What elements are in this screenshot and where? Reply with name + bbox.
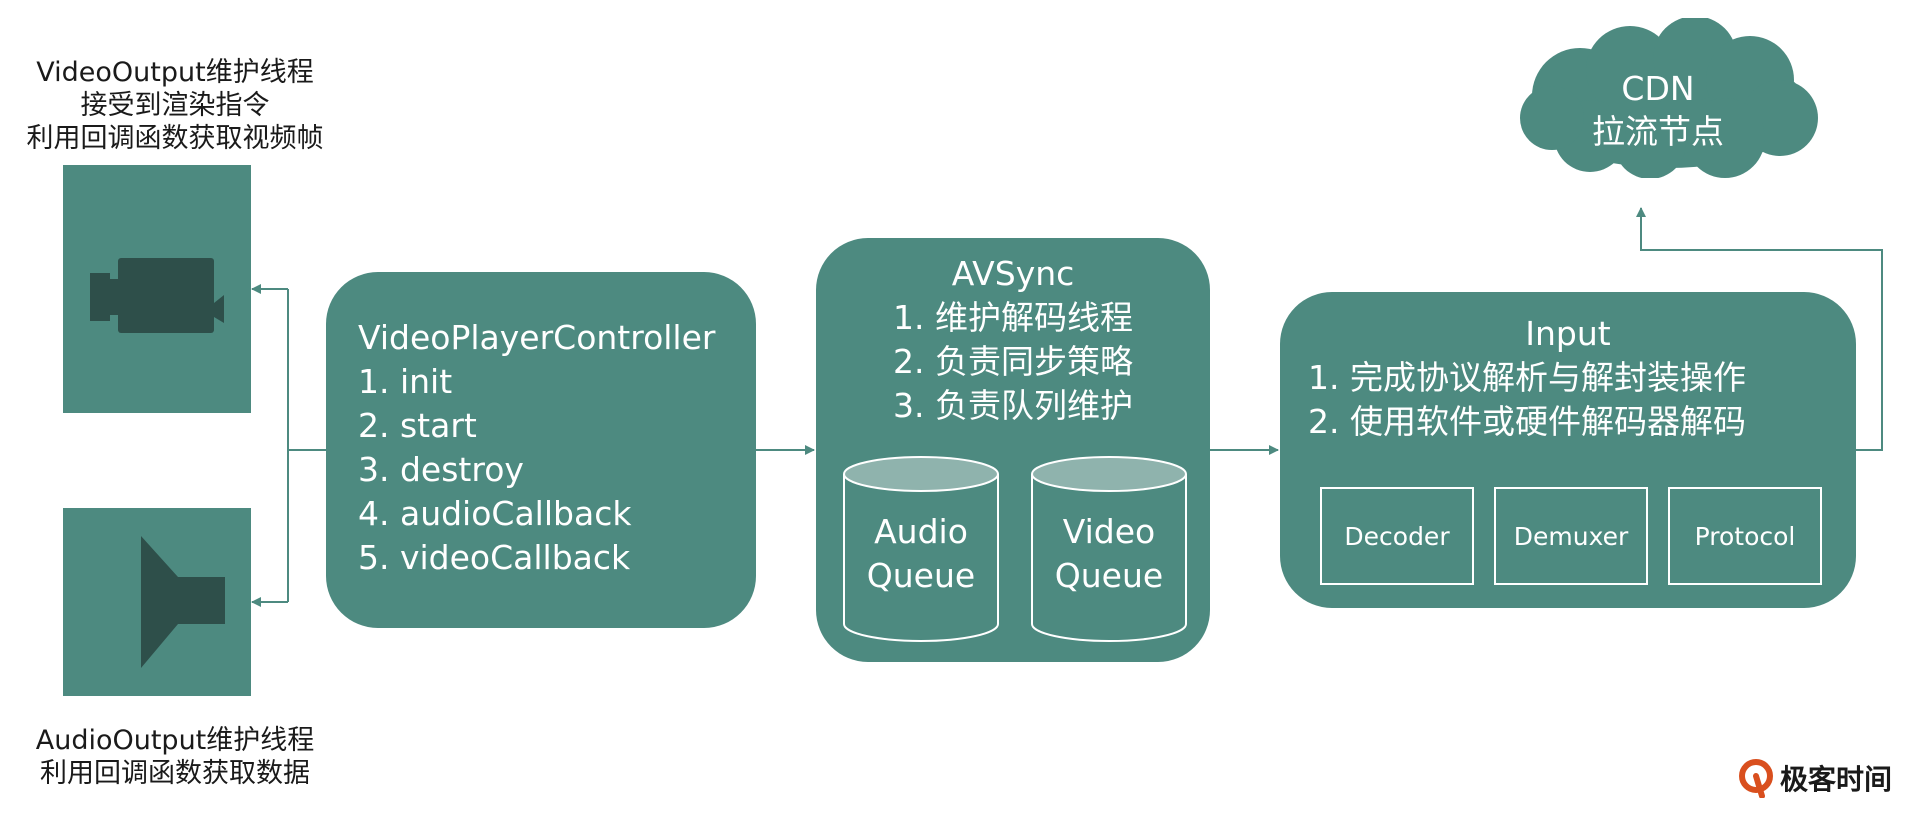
controller-to-outputs-arrows bbox=[251, 284, 326, 607]
video-output-caption: VideoOutput维护线程 接受到渲染指令 利用回调函数获取视频帧 bbox=[10, 56, 340, 155]
input-panel: Input 1. 完成协议解析与解封装操作 2. 使用软件或硬件解码器解码 De… bbox=[1280, 292, 1856, 608]
avsync-panel: AVSync 1. 维护解码线程 2. 负责同步策略 3. 负责队列维护 Aud… bbox=[816, 238, 1210, 662]
audio-output-caption-line: 利用回调函数获取数据 bbox=[40, 758, 310, 789]
geektime-logo-icon bbox=[1739, 759, 1773, 798]
video-queue-label: Video Queue bbox=[1032, 510, 1186, 598]
avsync-title: AVSync bbox=[951, 254, 1075, 293]
cdn-label-line: CDN bbox=[1621, 69, 1695, 108]
cdn-label-line: 拉流节点 bbox=[1592, 112, 1724, 151]
avsync-text: AVSync 1. 维护解码线程 2. 负责同步策略 3. 负责队列维护 bbox=[816, 252, 1210, 428]
avsync-item: 1. 维护解码线程 bbox=[893, 298, 1133, 337]
speaker-icon bbox=[141, 536, 225, 668]
controller-item: 1. init bbox=[358, 362, 453, 401]
cdn-cloud-icon bbox=[1520, 18, 1818, 178]
audio-queue-label-line: Audio bbox=[874, 512, 968, 551]
controller-item: 4. audioCallback bbox=[358, 494, 632, 533]
video-output-caption-line: 利用回调函数获取视频帧 bbox=[26, 123, 324, 154]
avsync-item: 2. 负责同步策略 bbox=[893, 342, 1133, 381]
cdn-label: CDN 拉流节点 bbox=[1548, 67, 1768, 153]
input-item: 2. 使用软件或硬件解码器解码 bbox=[1308, 402, 1746, 441]
controller-text: VideoPlayerController 1. init 2. start 3… bbox=[358, 316, 715, 580]
audio-output-caption: AudioOutput维护线程 利用回调函数获取数据 bbox=[10, 724, 340, 790]
demuxer-box: Demuxer bbox=[1494, 487, 1648, 585]
video-output-caption-line: 接受到渲染指令 bbox=[80, 90, 270, 121]
audio-queue-label: Audio Queue bbox=[844, 510, 998, 598]
controller-title: VideoPlayerController bbox=[358, 318, 716, 357]
controller-item: 3. destroy bbox=[358, 450, 524, 489]
input-to-cdn-arrow bbox=[1636, 207, 1883, 451]
audio-output-box bbox=[63, 508, 251, 696]
video-queue-cylinder bbox=[1031, 456, 1187, 642]
protocol-box: Protocol bbox=[1668, 487, 1822, 585]
audio-queue-cylinder bbox=[843, 456, 999, 642]
video-queue-label-line: Queue bbox=[1054, 556, 1164, 595]
controller-item: 5. videoCallback bbox=[358, 538, 631, 577]
audio-queue-label-line: Queue bbox=[866, 556, 976, 595]
input-item: 1. 完成协议解析与解封装操作 bbox=[1308, 358, 1746, 397]
avsync-item: 3. 负责队列维护 bbox=[893, 386, 1133, 425]
video-output-box bbox=[63, 165, 251, 413]
controller-item: 2. start bbox=[358, 406, 477, 445]
queue-cylinders bbox=[843, 456, 1187, 642]
audio-output-caption-line: AudioOutput维护线程 bbox=[35, 725, 315, 756]
input-text: Input 1. 完成协议解析与解封装操作 2. 使用软件或硬件解码器解码 bbox=[1280, 312, 1856, 444]
video-queue-label-line: Video bbox=[1062, 512, 1156, 551]
controller-panel: VideoPlayerController 1. init 2. start 3… bbox=[326, 272, 756, 628]
input-title: Input bbox=[1525, 314, 1611, 353]
decoder-box: Decoder bbox=[1320, 487, 1474, 585]
video-output-caption-line: VideoOutput维护线程 bbox=[36, 57, 314, 88]
logo-text: 极客时间 bbox=[1780, 763, 1893, 796]
video-camera-icon bbox=[90, 258, 224, 333]
geektime-logo: 极客时间 bbox=[1738, 758, 1892, 798]
